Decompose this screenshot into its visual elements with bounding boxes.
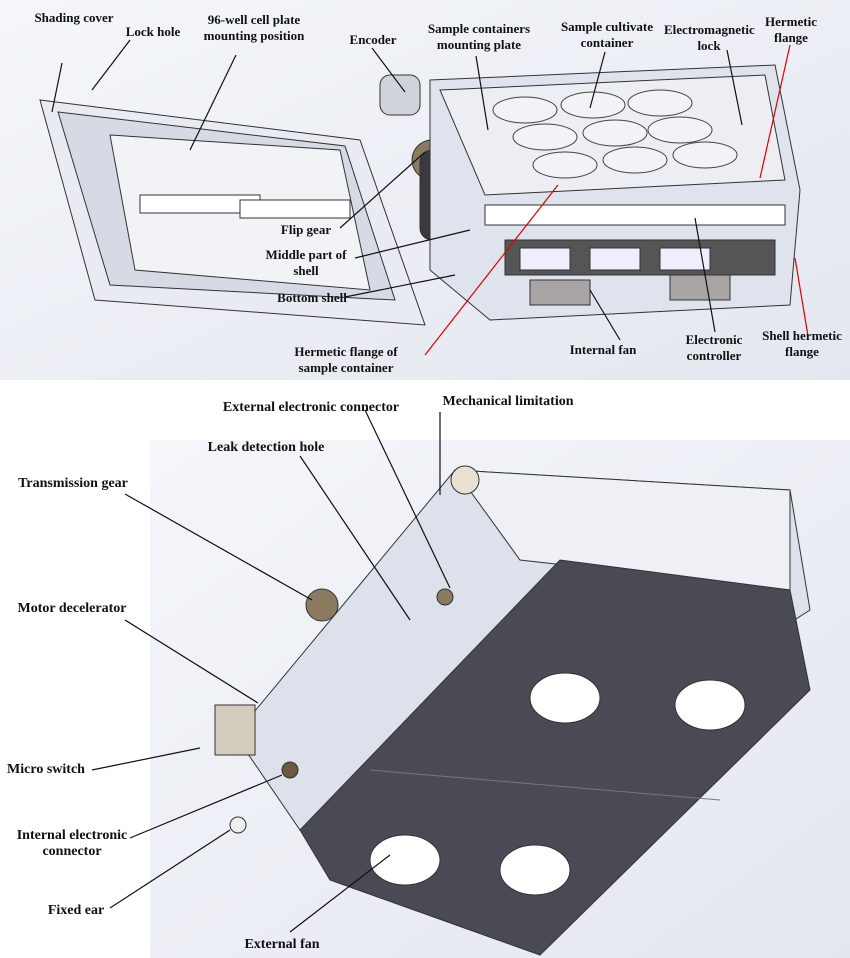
label-sample-hermetic-flange: Hermetic flange of sample container bbox=[294, 344, 398, 375]
label-flip-gear: Flip gear bbox=[280, 222, 332, 237]
label-internal-fan: Internal fan bbox=[569, 342, 637, 357]
closed-box-shape bbox=[214, 465, 811, 956]
label-fixed-ear: Fixed ear bbox=[47, 903, 105, 918]
label-encoder: Encoder bbox=[349, 32, 397, 47]
shading-cover-shape bbox=[39, 99, 426, 326]
label-hermetic-flange: Hermetic flange bbox=[765, 14, 817, 45]
label-electronic-controller: Electronic controller bbox=[685, 332, 743, 363]
label-mounting-plate: Sample containers mounting plate bbox=[427, 21, 531, 52]
label-external-connector: External electronic connector bbox=[222, 400, 400, 415]
label-middle-shell: Middle part of shell bbox=[265, 247, 347, 278]
label-lock-hole: Lock hole bbox=[125, 24, 181, 39]
label-leak-detection-hole: Leak detection hole bbox=[207, 440, 325, 455]
label-well-plate-position: 96-well cell plate mounting position bbox=[203, 12, 305, 43]
label-shell-hermetic-flange: Shell hermetic flange bbox=[762, 328, 842, 359]
label-shading-cover: Shading cover bbox=[34, 10, 114, 25]
red-leader-lines bbox=[424, 44, 809, 356]
label-cultivate-container: Sample cultivate container bbox=[560, 19, 654, 50]
label-bottom-shell: Bottom shell bbox=[277, 290, 347, 305]
sample-containers bbox=[492, 89, 738, 179]
label-mechanical-limitation: Mechanical limitation bbox=[442, 394, 574, 409]
leader-lines bbox=[51, 39, 743, 933]
label-transmission-gear: Transmission gear bbox=[18, 476, 128, 491]
label-micro-switch: Micro switch bbox=[7, 762, 85, 777]
label-external-fan: External fan bbox=[244, 937, 320, 952]
label-electromagnetic-lock: Electromagnetic lock bbox=[664, 22, 755, 53]
label-motor-decelerator: Motor decelerator bbox=[17, 601, 127, 616]
label-internal-connector: Internal electronic connector bbox=[16, 828, 128, 859]
